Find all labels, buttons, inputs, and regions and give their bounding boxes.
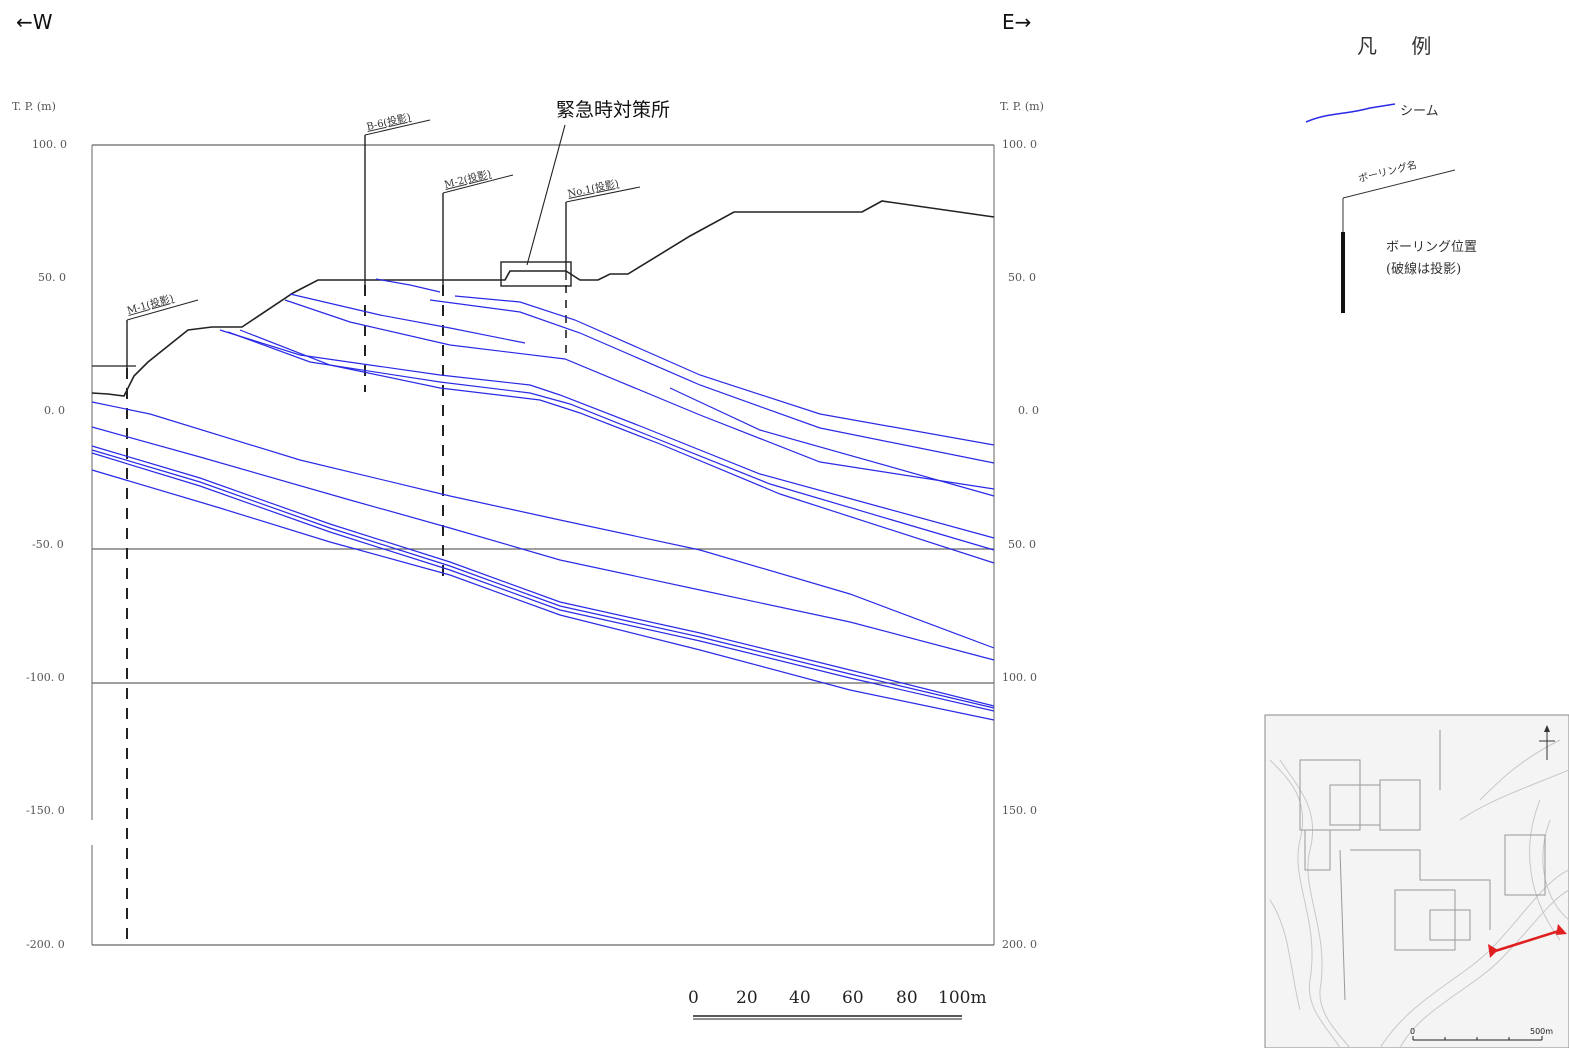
borehole-m2-tag-line <box>442 174 514 194</box>
facility-leader-line <box>526 124 566 266</box>
seam-line <box>91 469 995 721</box>
legend-borehole-position-line2: (破線は投影) <box>1386 262 1462 277</box>
legend-title: 凡 例 <box>1357 34 1446 58</box>
scale-bar-label: 0 <box>688 988 699 1008</box>
scale-bar-label: 80 <box>896 988 918 1008</box>
legend-borehole-position-line1: ボーリング位置 <box>1386 240 1478 255</box>
west-direction-label: ←W <box>16 10 53 34</box>
seam-line <box>91 401 995 649</box>
right-tick-label: 200. 0 <box>1002 938 1037 951</box>
facility-outline <box>500 261 572 287</box>
right-tick-label: 100. 0 <box>1002 671 1037 684</box>
scale-bar-label: 20 <box>736 988 758 1008</box>
ground-surface-profile <box>91 200 995 397</box>
left-tick-label: -100. 0 <box>26 671 65 684</box>
seam-line <box>91 445 995 707</box>
inset-scale-end: 500m <box>1530 1027 1554 1036</box>
seam-line <box>91 452 995 712</box>
right-tick-label: 0. 0 <box>1018 404 1039 417</box>
inset-location-map <box>1264 714 1569 1048</box>
legend-seam-label: シーム <box>1400 104 1439 119</box>
seam-line <box>227 331 995 551</box>
left-tick-label: 100. 0 <box>32 138 67 151</box>
seam-line <box>429 299 995 464</box>
legend-seam-sample <box>1305 103 1396 123</box>
inset-scale-start: 0 <box>1410 1027 1416 1036</box>
seam-line <box>375 278 441 293</box>
borehole-b6-tag-line <box>364 119 431 136</box>
seam-lines <box>91 278 995 721</box>
right-tick-label: 100. 0 <box>1002 138 1037 151</box>
seam-line <box>669 387 995 497</box>
left-axis-title: T. P. (m) <box>12 100 56 113</box>
left-tick-label: -200. 0 <box>26 938 65 951</box>
left-tick-label: -50. 0 <box>32 538 64 551</box>
borehole-no1-tag-line <box>565 186 641 203</box>
borehole-m1-tag-line <box>126 299 199 321</box>
section-line-marker <box>1491 928 1563 954</box>
right-tick-label: 50. 0 <box>1008 538 1036 551</box>
seam-line <box>284 299 995 490</box>
seam-line <box>239 329 995 564</box>
left-tick-label: 50. 0 <box>38 271 66 284</box>
scale-bar-label: 100m <box>938 988 987 1008</box>
scale-bar-label: 60 <box>842 988 864 1008</box>
seam-line <box>91 426 995 661</box>
right-tick-label: 150. 0 <box>1002 804 1037 817</box>
right-axis-title: T. P. (m) <box>1000 100 1044 113</box>
left-tick-label: 0. 0 <box>44 404 65 417</box>
facility-callout-label: 緊急時対策所 <box>556 99 671 121</box>
seam-line <box>454 295 995 446</box>
left-tick-label: -150. 0 <box>26 804 65 817</box>
seam-line <box>289 293 526 344</box>
seam-line <box>219 329 995 539</box>
right-tick-label: 50. 0 <box>1008 271 1036 284</box>
legend-borehole-tag-line <box>1342 169 1456 199</box>
east-direction-label: E→ <box>1002 10 1032 34</box>
scale-bar-label: 40 <box>789 988 811 1008</box>
seam-line <box>91 449 995 709</box>
